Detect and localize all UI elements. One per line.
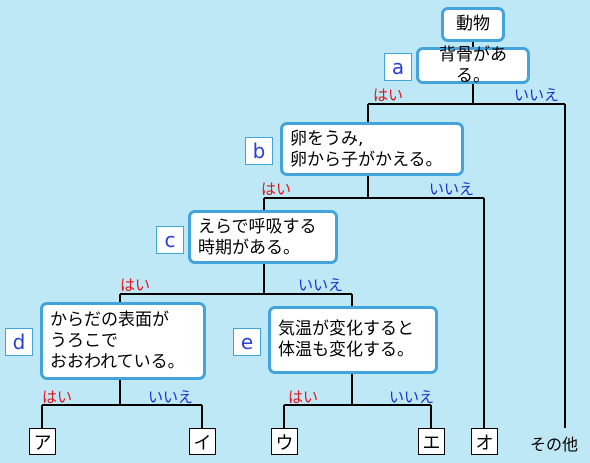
c-yes-label: はい <box>120 276 151 294</box>
leaf-u: ウ <box>271 428 298 455</box>
question-d-line-2: うろこで <box>50 331 118 351</box>
leaf-other: その他 <box>530 435 579 454</box>
question-a: 背骨がある。 <box>416 44 530 86</box>
question-b: 卵をうみ, 卵から子がかえる。 <box>280 122 464 176</box>
question-b-line-2: 卵から子がかえる。 <box>290 150 443 170</box>
question-tag-c: c <box>156 226 184 254</box>
question-tag-b: b <box>245 137 273 165</box>
question-a-text: 背骨がある。 <box>439 44 507 86</box>
d-no-label: いいえ <box>148 388 194 406</box>
question-e-line-2: 体温も変化する。 <box>278 340 414 360</box>
leaf-i: イ <box>189 428 216 455</box>
question-e-line-1: 気温が変化すると <box>278 319 414 339</box>
question-e: 気温が変化すると 体温も変化する。 <box>268 306 438 374</box>
b-yes-label: はい <box>261 180 292 198</box>
question-tag-e: e <box>233 328 261 356</box>
question-c: えらで呼吸する 時期がある。 <box>188 210 338 264</box>
c-no-label: いいえ <box>298 276 344 294</box>
question-d-line-1: からだの表面が <box>50 310 169 330</box>
root-label: 動物 <box>456 14 490 34</box>
leaf-e: エ <box>418 428 445 455</box>
b-no-label: いいえ <box>429 180 475 198</box>
e-yes-label: はい <box>288 388 319 406</box>
root-node: 動物 <box>441 7 505 42</box>
question-tag-d: d <box>5 328 33 356</box>
question-tag-a: a <box>384 53 412 81</box>
a-yes-label: はい <box>373 86 404 104</box>
question-c-line-1: えらで呼吸する <box>198 217 317 237</box>
question-d: からだの表面が うろこで おおわれている。 <box>40 302 206 380</box>
e-no-label: いいえ <box>389 388 435 406</box>
question-b-line-1: 卵をうみ, <box>290 129 364 149</box>
leaf-o: オ <box>471 428 498 455</box>
question-c-line-2: 時期がある。 <box>198 238 300 258</box>
d-yes-label: はい <box>42 388 73 406</box>
a-no-label: いいえ <box>514 86 560 104</box>
question-d-line-3: おおわれている。 <box>50 352 185 372</box>
leaf-a: ア <box>29 428 56 455</box>
